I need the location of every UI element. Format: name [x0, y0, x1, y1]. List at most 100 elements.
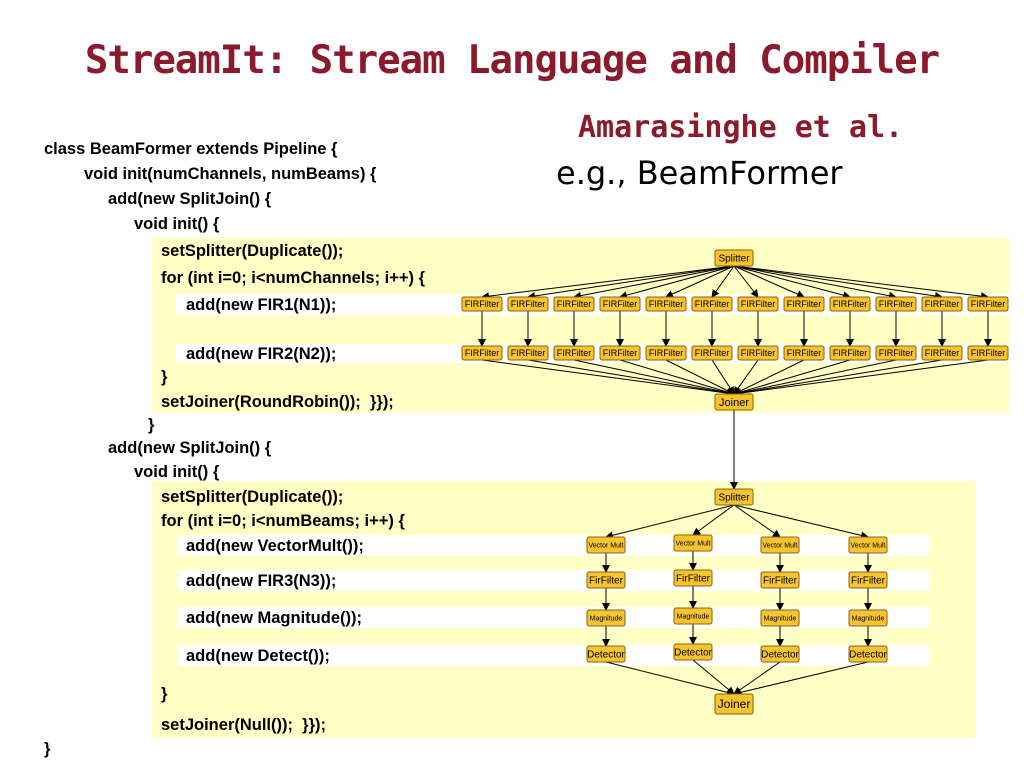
magnitude-node-3-label: Magnitude: [764, 615, 797, 622]
firfilter_lower-node-2: FirFilter: [673, 569, 713, 587]
joiner-2-label: Joiner: [718, 697, 751, 711]
split1-edge-1: [481, 265, 735, 301]
detect-band: [178, 645, 930, 666]
splitter-1: Splitter: [714, 249, 754, 267]
code-line-1: class BeamFormer extends Pipeline {: [44, 140, 338, 158]
split1-edge-10: [733, 265, 897, 300]
fir1-node-10: FIRFilter: [875, 296, 917, 312]
detector-node-3-label: Detector: [761, 650, 799, 661]
split1-edge-8: [733, 265, 805, 298]
join1-edge-2: [527, 359, 735, 397]
fir1-node-2: FIRFilter: [507, 296, 549, 312]
split2-edge-3: [733, 504, 781, 538]
join2-edge-3: [733, 661, 781, 695]
fir2-node-7: FIRFilter: [737, 345, 779, 361]
firfilter_lower-node-3: FirFilter: [760, 571, 800, 589]
fir1-node-12: FIRFilter: [967, 296, 1009, 312]
fir2-node-2-label: FIRFilter: [511, 348, 546, 358]
fir1-node-6-label: FIRFilter: [695, 299, 730, 309]
fir2-node-10: FIRFilter: [875, 345, 917, 361]
fir2-node-11-label: FIRFilter: [925, 348, 960, 358]
fir3-band: [178, 570, 930, 591]
fir2-node-12-label: FIRFilter: [971, 348, 1006, 358]
fir1-node-4: FIRFilter: [599, 296, 641, 312]
split1-edge-3: [573, 265, 735, 300]
fir2-node-5-label: FIRFilter: [649, 348, 684, 358]
fir2-node-8: FIRFilter: [783, 345, 825, 361]
vectormult-node-3: Vector Mult: [760, 536, 800, 554]
fir1-node-9-label: FIRFilter: [833, 299, 868, 309]
split1-edge-7: [733, 265, 759, 298]
split2-edge-2: [692, 504, 735, 536]
join1-edge-4: [619, 359, 735, 396]
split2-edge-4: [733, 504, 869, 540]
join1-edge-9: [733, 359, 851, 396]
fir2-node-3: FIRFilter: [553, 345, 595, 361]
code-line-19: add(new Detect());: [186, 647, 330, 665]
code-line-2: void init(numChannels, numBeams) {: [84, 165, 377, 183]
fir1-node-9: FIRFilter: [829, 296, 871, 312]
split1-edge-11: [733, 265, 943, 300]
detector-node-1: Detector: [586, 645, 626, 663]
fir1-node-2-label: FIRFilter: [511, 299, 546, 309]
joiner-1: Joiner: [714, 393, 754, 411]
split1-edge-12: [733, 265, 989, 301]
join1-edge-10: [733, 359, 897, 397]
code-line-16: add(new VectorMult());: [186, 537, 364, 555]
magnitude-node-4: Magnitude: [848, 609, 888, 627]
fir1-node-4-label: FIRFilter: [603, 299, 638, 309]
fir2-node-1-label: FIRFilter: [465, 348, 500, 358]
magnitude-node-4-label: Magnitude: [852, 615, 885, 622]
code-line-5: setSplitter(Duplicate());: [161, 242, 344, 260]
firfilter_lower-node-1: FirFilter: [586, 571, 626, 589]
magnitude-node-1-label: Magnitude: [590, 615, 623, 622]
fir2-node-3-label: FIRFilter: [557, 348, 592, 358]
join1-edge-6: [711, 359, 735, 395]
fir1-node-12-label: FIRFilter: [971, 299, 1006, 309]
slide-title: StreamIt: Stream Language and Compiler: [84, 38, 940, 83]
vectormult-band: [178, 535, 930, 556]
joiner-2: Joiner: [714, 693, 754, 715]
split1-edge-6: [711, 265, 735, 298]
split1-edge-9: [733, 265, 851, 300]
slide-authors: Amarasinghe et al.: [578, 110, 904, 145]
splitter-2: Splitter: [714, 488, 754, 506]
firfilter_lower-node-3-label: FirFilter: [763, 576, 798, 587]
magnitude-node-1: Magnitude: [586, 609, 626, 627]
fir1-node-11-label: FIRFilter: [925, 299, 960, 309]
fir2-node-10-label: FIRFilter: [879, 348, 914, 358]
code-line-15: for (int i=0; i<numBeams; i++) {: [161, 512, 405, 530]
joiner-1-label: Joiner: [719, 397, 749, 409]
code-line-18: add(new Magnitude());: [186, 609, 362, 627]
fir1-node-11: FIRFilter: [921, 296, 963, 312]
fir1-node-8-label: FIRFilter: [787, 299, 822, 309]
join1-edge-12: [733, 359, 989, 398]
code-line-11: }: [148, 416, 155, 434]
detector-node-2-label: Detector: [674, 648, 712, 659]
fir2-node-2: FIRFilter: [507, 345, 549, 361]
magnitude-node-2-label: Magnitude: [677, 613, 710, 620]
example-caption: e.g., BeamFormer: [556, 154, 843, 192]
code-line-6: for (int i=0; i<numChannels; i++) {: [161, 269, 426, 287]
join2-edge-2: [692, 659, 735, 695]
fir2-node-9-label: FIRFilter: [833, 348, 868, 358]
magnitude-band: [178, 607, 930, 628]
join1-edge-11: [733, 359, 943, 397]
fir1-node-6: FIRFilter: [691, 296, 733, 312]
code-line-3: add(new SplitJoin() {: [108, 190, 272, 208]
vectormult-node-1-label: Vector Mult: [588, 542, 623, 549]
vectormult-node-4: Vector Mult: [848, 536, 888, 554]
fir1-node-7-label: FIRFilter: [741, 299, 776, 309]
firfilter_lower-node-4: FirFilter: [848, 571, 888, 589]
firfilter_lower-node-4-label: FirFilter: [851, 576, 886, 587]
vectormult-node-4-label: Vector Mult: [850, 542, 885, 549]
split1-edge-2: [527, 265, 735, 300]
code-line-13: void init() {: [134, 463, 220, 481]
detector-node-4-label: Detector: [849, 650, 887, 661]
fir2-node-5: FIRFilter: [645, 345, 687, 361]
code-line-8: add(new FIR2(N2));: [186, 345, 337, 363]
firfilter_lower-node-2-label: FirFilter: [676, 574, 711, 585]
detector-node-1-label: Detector: [587, 650, 625, 661]
code-line-20: }: [161, 685, 168, 703]
